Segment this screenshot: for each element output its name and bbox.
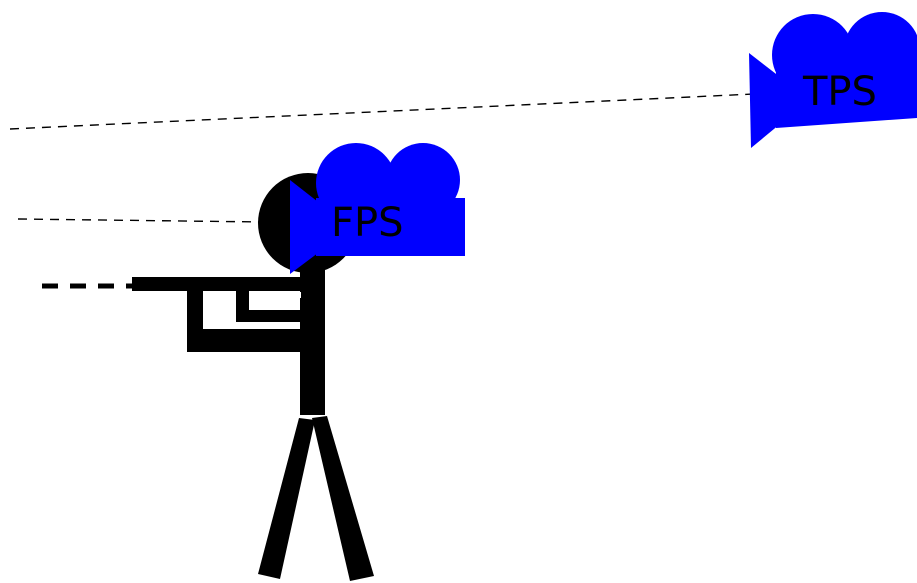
rifle — [132, 277, 302, 291]
tps-camera-label: TPS — [802, 69, 877, 115]
fps-camera: FPS — [290, 143, 465, 274]
figure-right-leg — [312, 416, 374, 581]
tps-sight-line — [10, 89, 860, 129]
arm-gap — [249, 292, 301, 298]
figure-hand — [236, 310, 302, 322]
fps-camera-label: FPS — [331, 200, 404, 246]
figure-left-leg — [258, 418, 315, 579]
figure-arm-lower — [187, 329, 325, 352]
tps-camera: TPS — [749, 12, 917, 148]
fps-sight-line — [18, 219, 265, 222]
arm-gap-lower — [203, 322, 300, 329]
